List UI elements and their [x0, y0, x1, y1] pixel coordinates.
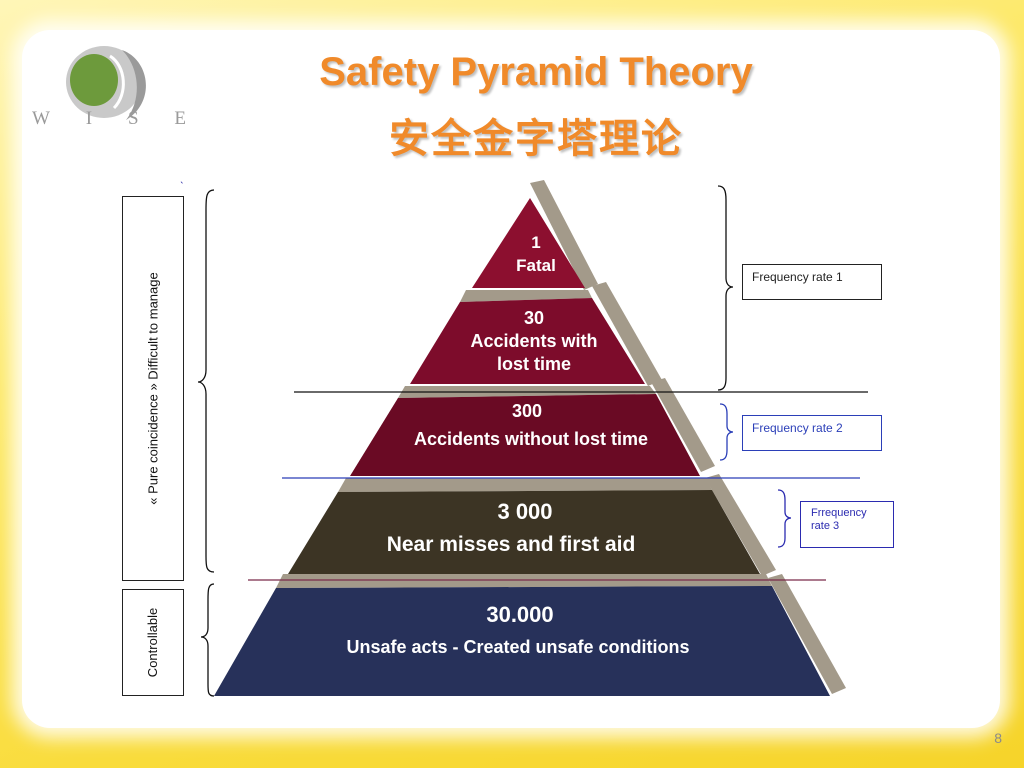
pyramid-shadow [530, 180, 846, 694]
pyramid-tier-lost-time [410, 298, 645, 384]
difficult-to-manage-box: « Pure coincidence » Difficult to manage [122, 196, 184, 581]
controllable-label: Controllable [145, 607, 161, 678]
tier-shadow-3 [651, 378, 715, 472]
frequency-rate-3-label: Frrequency [811, 507, 867, 519]
tier-label: Fatal [516, 256, 556, 275]
tier-shadow-5 [768, 574, 846, 694]
logo-letters: W I S E [32, 108, 188, 130]
logo-letter: W [32, 108, 52, 129]
tier-number: 1 [531, 233, 540, 252]
right-brace-2 [719, 403, 734, 461]
pyramid-tier-near-misses [288, 490, 760, 574]
frequency-rate-1-box: Frequency rate 1 [742, 264, 882, 300]
tier-label: lost time [497, 354, 571, 374]
logo-letter: S [127, 108, 141, 129]
pyramid-tier-fatal [472, 198, 585, 288]
wise-logo [66, 46, 146, 120]
tier-shadow-1 [530, 180, 598, 290]
page-number: 8 [994, 730, 1002, 746]
left-brace-top [197, 189, 215, 573]
right-brace-3 [777, 489, 792, 548]
frequency-rate-2-box: Frequency rate 2 [742, 415, 882, 451]
tier-shadow-2 [592, 282, 662, 386]
tier-label: Accidents without lost time [414, 429, 648, 449]
tier-label: Unsafe acts - Created unsafe conditions [346, 637, 689, 657]
slide-title-zh: 安全金字塔理论 [389, 116, 683, 162]
pyramid-tier-no-lost-time [350, 394, 700, 476]
frequency-rate-3-box: Frrequency rate 3 [800, 501, 894, 548]
frequency-rate-3-label: rate 3 [811, 520, 840, 532]
tier-label: Near misses and first aid [387, 533, 636, 556]
tier-number: 300 [512, 401, 542, 421]
logo-letter: E [174, 108, 188, 129]
difficult-to-manage-label: « Pure coincidence » Difficult to manage [145, 272, 161, 505]
slide-title-en: Safety Pyramid Theory [319, 50, 753, 94]
tier-shadow-4 [705, 474, 776, 576]
logo-letter: I [85, 108, 95, 129]
tier-ledges [276, 290, 772, 588]
right-brace-1 [717, 185, 734, 391]
tier-number: 30.000 [486, 602, 553, 627]
frequency-rate-1-label: Frequency rate 1 [752, 270, 843, 284]
stray-mark: ˎ [180, 170, 184, 184]
tier-number: 3 000 [497, 499, 552, 524]
frequency-rate-2-label: Frequency rate 2 [752, 421, 843, 435]
pyramid-tier-unsafe-acts [214, 586, 830, 696]
left-brace-bottom [200, 583, 215, 697]
tier-label: Accidents with [470, 331, 597, 351]
controllable-box: Controllable [122, 589, 184, 696]
tier-number: 30 [524, 308, 544, 328]
